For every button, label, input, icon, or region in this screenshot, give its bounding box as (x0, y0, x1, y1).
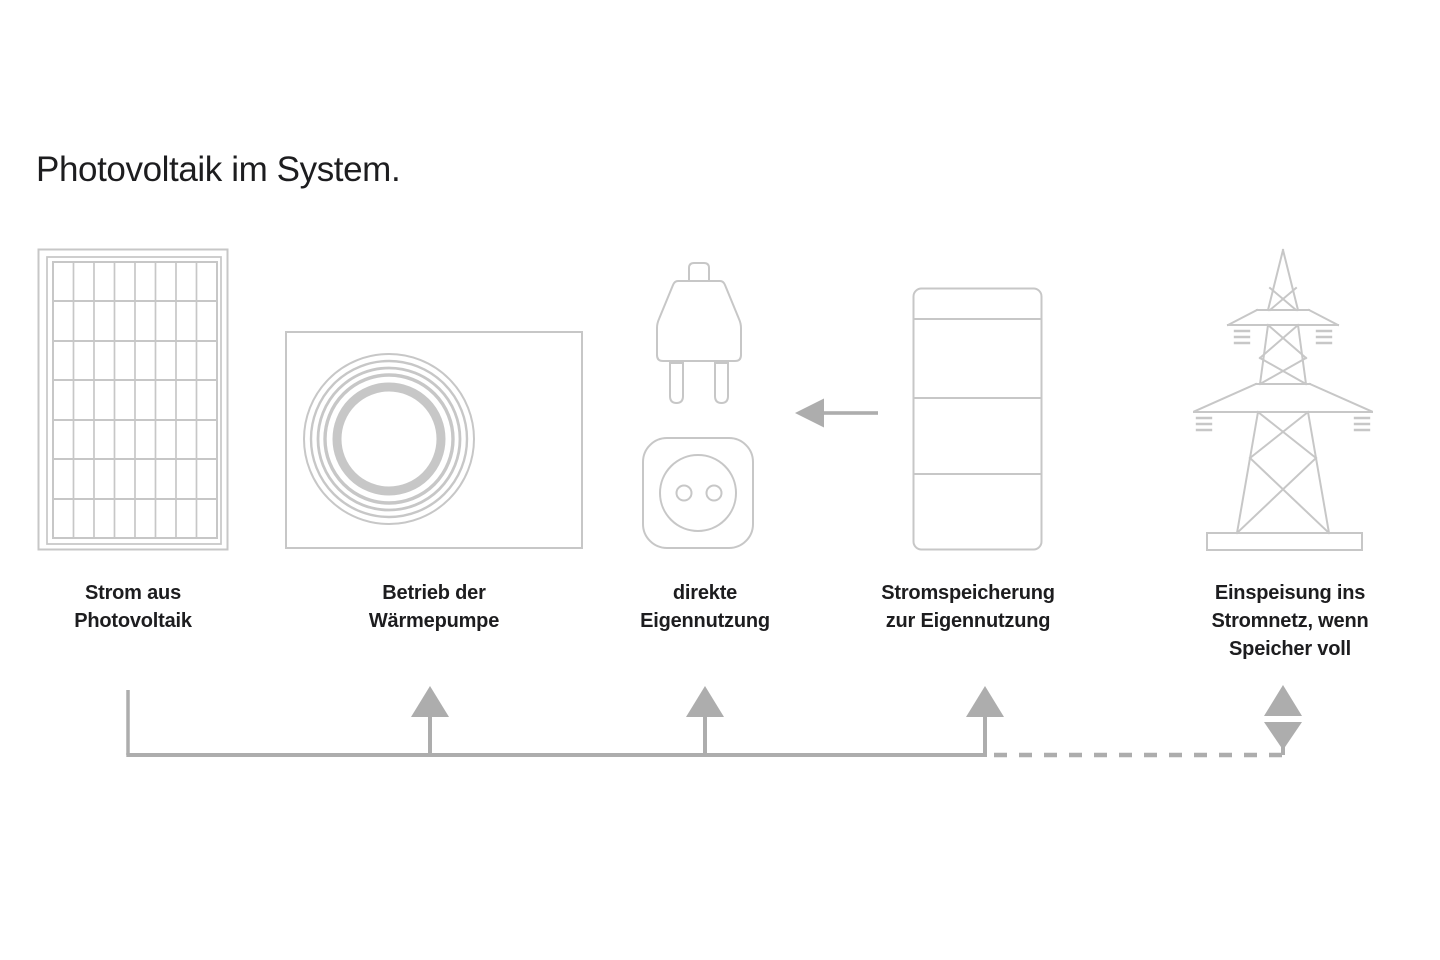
label-heat-pump: Betrieb der Wärmepumpe (368, 582, 500, 632)
battery-storage-icon (912, 287, 1043, 551)
label-power-grid: Einspeisung ins Stromnetz, wenn Speicher… (1211, 582, 1369, 660)
flow-arrow-battery (966, 686, 1004, 755)
battery-to-plug-arrow-icon (795, 398, 878, 428)
insulator-marks (1197, 331, 1369, 430)
page-title: Photovoltaik im System. (36, 150, 401, 189)
flow-arrow-direct-use (686, 686, 724, 755)
solar-panel-icon (37, 248, 229, 551)
plug-socket-icon (640, 258, 760, 553)
plug-icon (657, 263, 741, 403)
flow-line-diagram (110, 685, 1302, 765)
heat-pump-icon (285, 331, 583, 549)
power-pylon-icon (1193, 246, 1373, 552)
label-battery-storage: Stromspeicherung zur Eigennutzung (881, 582, 1055, 632)
socket-icon (643, 438, 753, 548)
label-solar-panel: Strom aus Photovoltaik (74, 582, 192, 632)
solar-panel-grid (53, 262, 217, 538)
flow-arrow-heat-pump (411, 686, 449, 755)
label-plug-socket: direkte Eigennutzung (640, 582, 770, 632)
flow-arrow-grid-bidirectional (1264, 685, 1302, 755)
heat-pump-fan (304, 354, 474, 524)
